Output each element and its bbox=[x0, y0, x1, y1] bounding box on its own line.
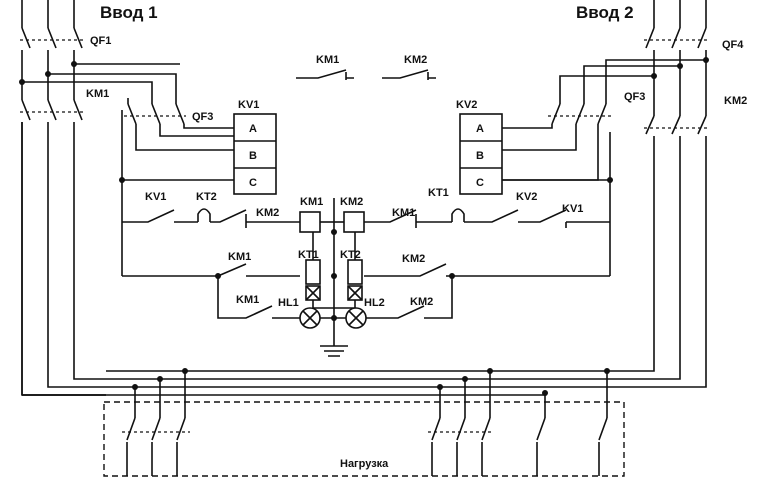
kv1-label: KV1 bbox=[238, 99, 259, 111]
kt2-coil-label: KT2 bbox=[340, 249, 361, 261]
km1-main-label: KM1 bbox=[86, 88, 109, 100]
km2-main-label: KM2 bbox=[724, 95, 747, 107]
qf3-left-feed bbox=[19, 61, 186, 125]
km2-interlock-label: KM2 bbox=[256, 207, 279, 219]
input-1-title: Ввод 1 bbox=[100, 3, 158, 22]
km2-contact-a-label: KM2 bbox=[402, 253, 425, 265]
km2-coil-label: KM2 bbox=[340, 196, 363, 208]
kv2-contact-label: KV2 bbox=[516, 191, 537, 203]
load-block bbox=[103, 401, 625, 477]
kt1-coil-label: KT1 bbox=[298, 249, 319, 261]
qf3-left-label: QF3 bbox=[192, 111, 213, 123]
kv1-relay: A B C bbox=[122, 113, 277, 195]
km1-contact-b-label: KM1 bbox=[236, 294, 259, 306]
km2-contact-b-label: KM2 bbox=[410, 296, 433, 308]
input-2-title: Ввод 2 bbox=[576, 3, 634, 22]
hl2-label: HL2 bbox=[364, 297, 385, 309]
kv2-relay: A B C bbox=[459, 113, 613, 195]
km1-coil-label: KM1 bbox=[300, 196, 323, 208]
top-contacts bbox=[296, 69, 436, 80]
kt2-contact-label: KT2 bbox=[196, 191, 217, 203]
km1-contact-a-label: KM1 bbox=[228, 251, 251, 263]
qf4-label: QF4 bbox=[722, 39, 744, 51]
qf1-label: QF1 bbox=[90, 35, 111, 47]
kt1-contact-label: KT1 bbox=[428, 187, 449, 199]
kv2-terminal-c: C bbox=[476, 177, 484, 189]
qf3-right-feed bbox=[548, 57, 709, 125]
kv1-contact-right-label: KV1 bbox=[562, 203, 583, 215]
hl1-label: HL1 bbox=[278, 297, 299, 309]
control-circuit bbox=[119, 110, 611, 357]
kv1-contact-label: KV1 bbox=[145, 191, 166, 203]
right-power-lines bbox=[600, 0, 710, 388]
qf3-right-label: QF3 bbox=[624, 91, 645, 103]
km2-top-label: KM2 bbox=[404, 54, 427, 66]
km1-top-label: KM1 bbox=[316, 54, 339, 66]
kv2-terminal-b: B bbox=[476, 150, 484, 162]
kv1-terminal-a: A bbox=[249, 123, 257, 135]
bus-lines bbox=[21, 122, 610, 418]
left-power-lines bbox=[20, 0, 106, 396]
kv1-terminal-c: C bbox=[249, 177, 257, 189]
kv1-terminal-b: B bbox=[249, 150, 257, 162]
kv2-terminal-a: A bbox=[476, 123, 484, 135]
kv2-label: KV2 bbox=[456, 99, 477, 111]
load-label: Нагрузка bbox=[340, 458, 389, 470]
km1-interlock-label: KM1 bbox=[392, 207, 415, 219]
